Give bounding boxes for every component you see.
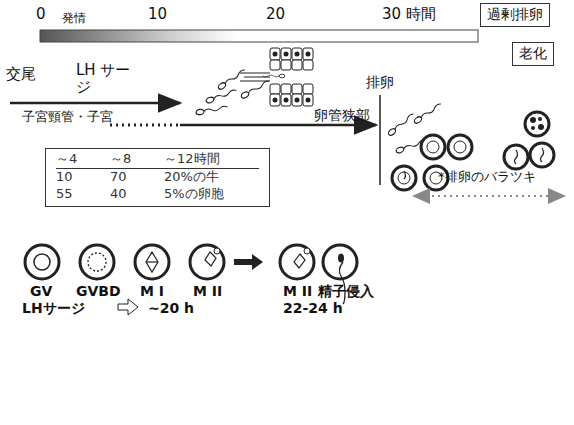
- axis-tick: 0: [36, 6, 46, 23]
- region-label: 卵管狭部: [314, 107, 370, 123]
- stage-label: M II: [283, 283, 312, 299]
- table-cell: 5%の卵胞: [164, 186, 259, 202]
- time-label: 22-24 h: [283, 300, 343, 316]
- axis-tick: 30 時間: [382, 6, 436, 23]
- event-label: LH サージ: [76, 62, 136, 97]
- estrus-label: 発情: [62, 12, 86, 26]
- table-cell: ～4: [56, 151, 110, 169]
- stage-label: M II: [193, 283, 222, 299]
- note-box: 老化: [512, 42, 554, 66]
- table-cell: 70: [110, 169, 164, 185]
- data-table: ～4～8～12時間 107020%の牛 55405%の卵胞: [45, 148, 270, 207]
- time-label: ~20 h: [148, 300, 194, 316]
- stage-label: GV: [30, 283, 52, 299]
- table-cell: 10: [56, 169, 110, 185]
- time-label: LHサージ: [22, 300, 85, 316]
- region-label: 子宮頸管・子宮: [22, 110, 113, 125]
- note-label: *排卵のバラツキ: [438, 170, 536, 185]
- table-cell: 55: [56, 186, 110, 202]
- table-cell: ～8: [110, 151, 164, 169]
- axis-tick: 10: [148, 6, 167, 23]
- stage-label: M I: [140, 283, 164, 299]
- event-label: 排卵: [366, 74, 394, 90]
- table-cell: ～12時間: [164, 151, 259, 169]
- event-label: 交尾: [6, 66, 36, 83]
- table-cell: 20%の牛: [164, 169, 259, 185]
- axis-tick: 20: [266, 6, 285, 23]
- stage-label: GVBD: [76, 283, 121, 299]
- box-text: 過剰排卵: [487, 6, 543, 22]
- method-box: 過剰排卵: [480, 3, 550, 27]
- table-cell: 40: [110, 186, 164, 202]
- box-text: 老化: [519, 45, 547, 61]
- stage-label: 精子侵入: [318, 283, 374, 299]
